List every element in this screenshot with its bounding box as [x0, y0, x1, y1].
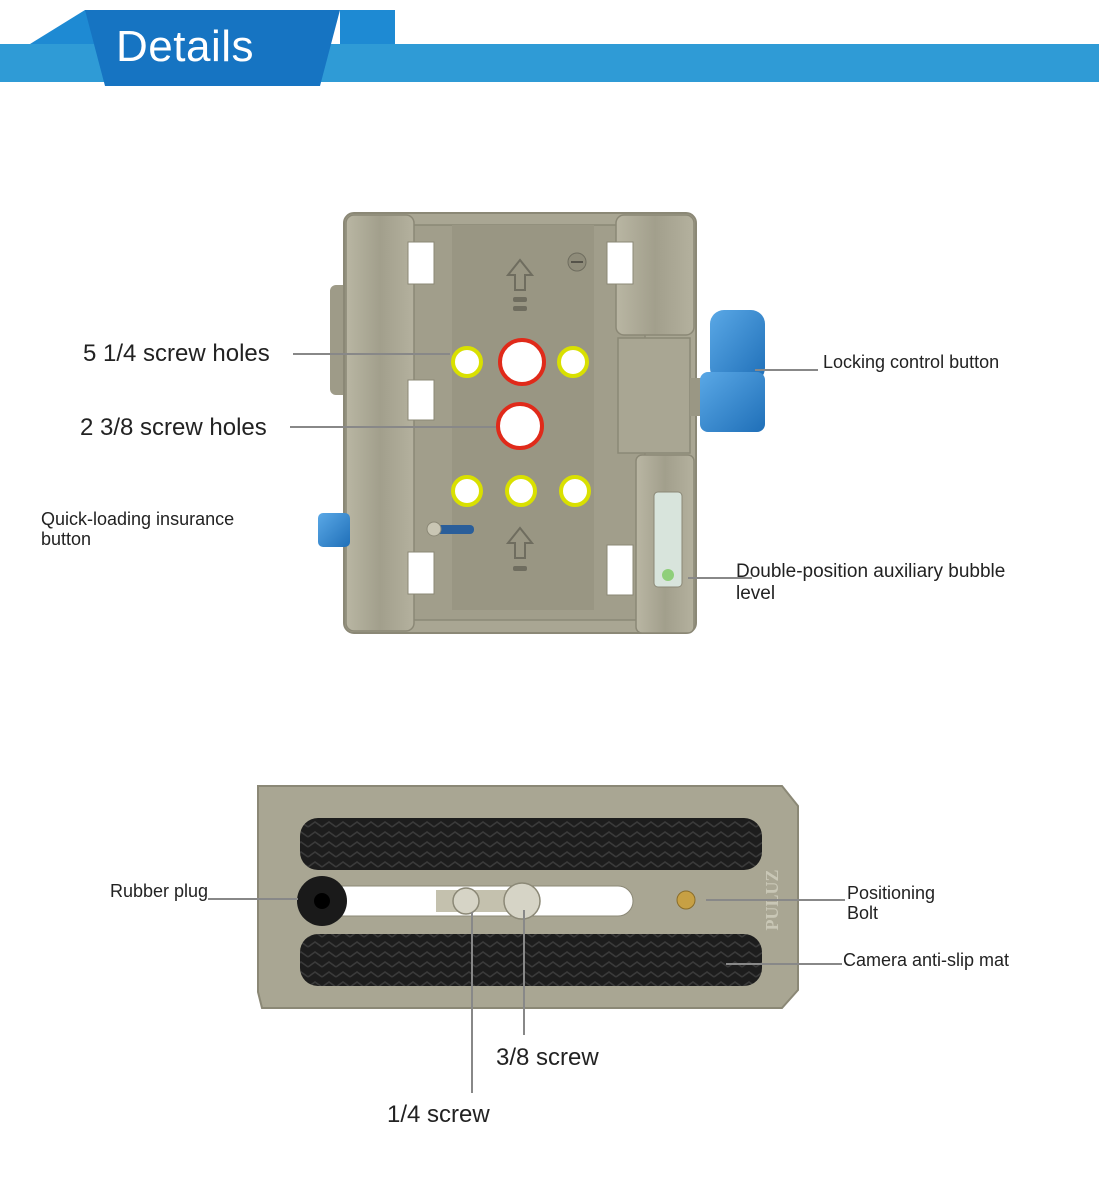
- label-quick-loading-line2: button: [41, 529, 92, 549]
- label-bubble-level-line1: Double-position auxiliary bubble: [736, 561, 1006, 582]
- camera-plate: PULUZ: [257, 785, 799, 1009]
- header-banner: Details: [0, 0, 1099, 90]
- screw-3-8: [503, 882, 541, 920]
- label-quick-loading-line1: Quick-loading insurance: [41, 509, 235, 529]
- positioning-bolt: [676, 890, 696, 910]
- label-positioning-line1: Positioning: [847, 883, 936, 903]
- page-title: Details: [116, 22, 254, 71]
- screw-holes-1-4: [451, 346, 591, 507]
- label-screw-holes-1-4: 5 1/4 screw holes: [83, 340, 270, 367]
- banner-shape: [0, 10, 1099, 86]
- locking-knob: [710, 310, 765, 382]
- label-bubble-level-line2: level: [736, 583, 776, 604]
- label-screw-holes-3-8: 2 3/8 screw holes: [80, 414, 267, 441]
- quick-loading-button: [318, 513, 350, 547]
- label-positioning-line2: Bolt: [847, 903, 879, 923]
- label-locking-control: Locking control button: [823, 352, 1000, 372]
- label-screw-3-8: 3/8 screw: [496, 1044, 599, 1071]
- screw-holes-3-8: [496, 338, 546, 450]
- anti-slip-mat-bottom: [300, 934, 762, 986]
- label-anti-slip: Camera anti-slip mat: [843, 950, 1010, 970]
- label-screw-1-4: 1/4 screw: [387, 1101, 490, 1128]
- screw-1-4: [452, 887, 480, 915]
- anti-slip-mat-top: [300, 818, 762, 870]
- label-rubber-plug: Rubber plug: [110, 881, 209, 901]
